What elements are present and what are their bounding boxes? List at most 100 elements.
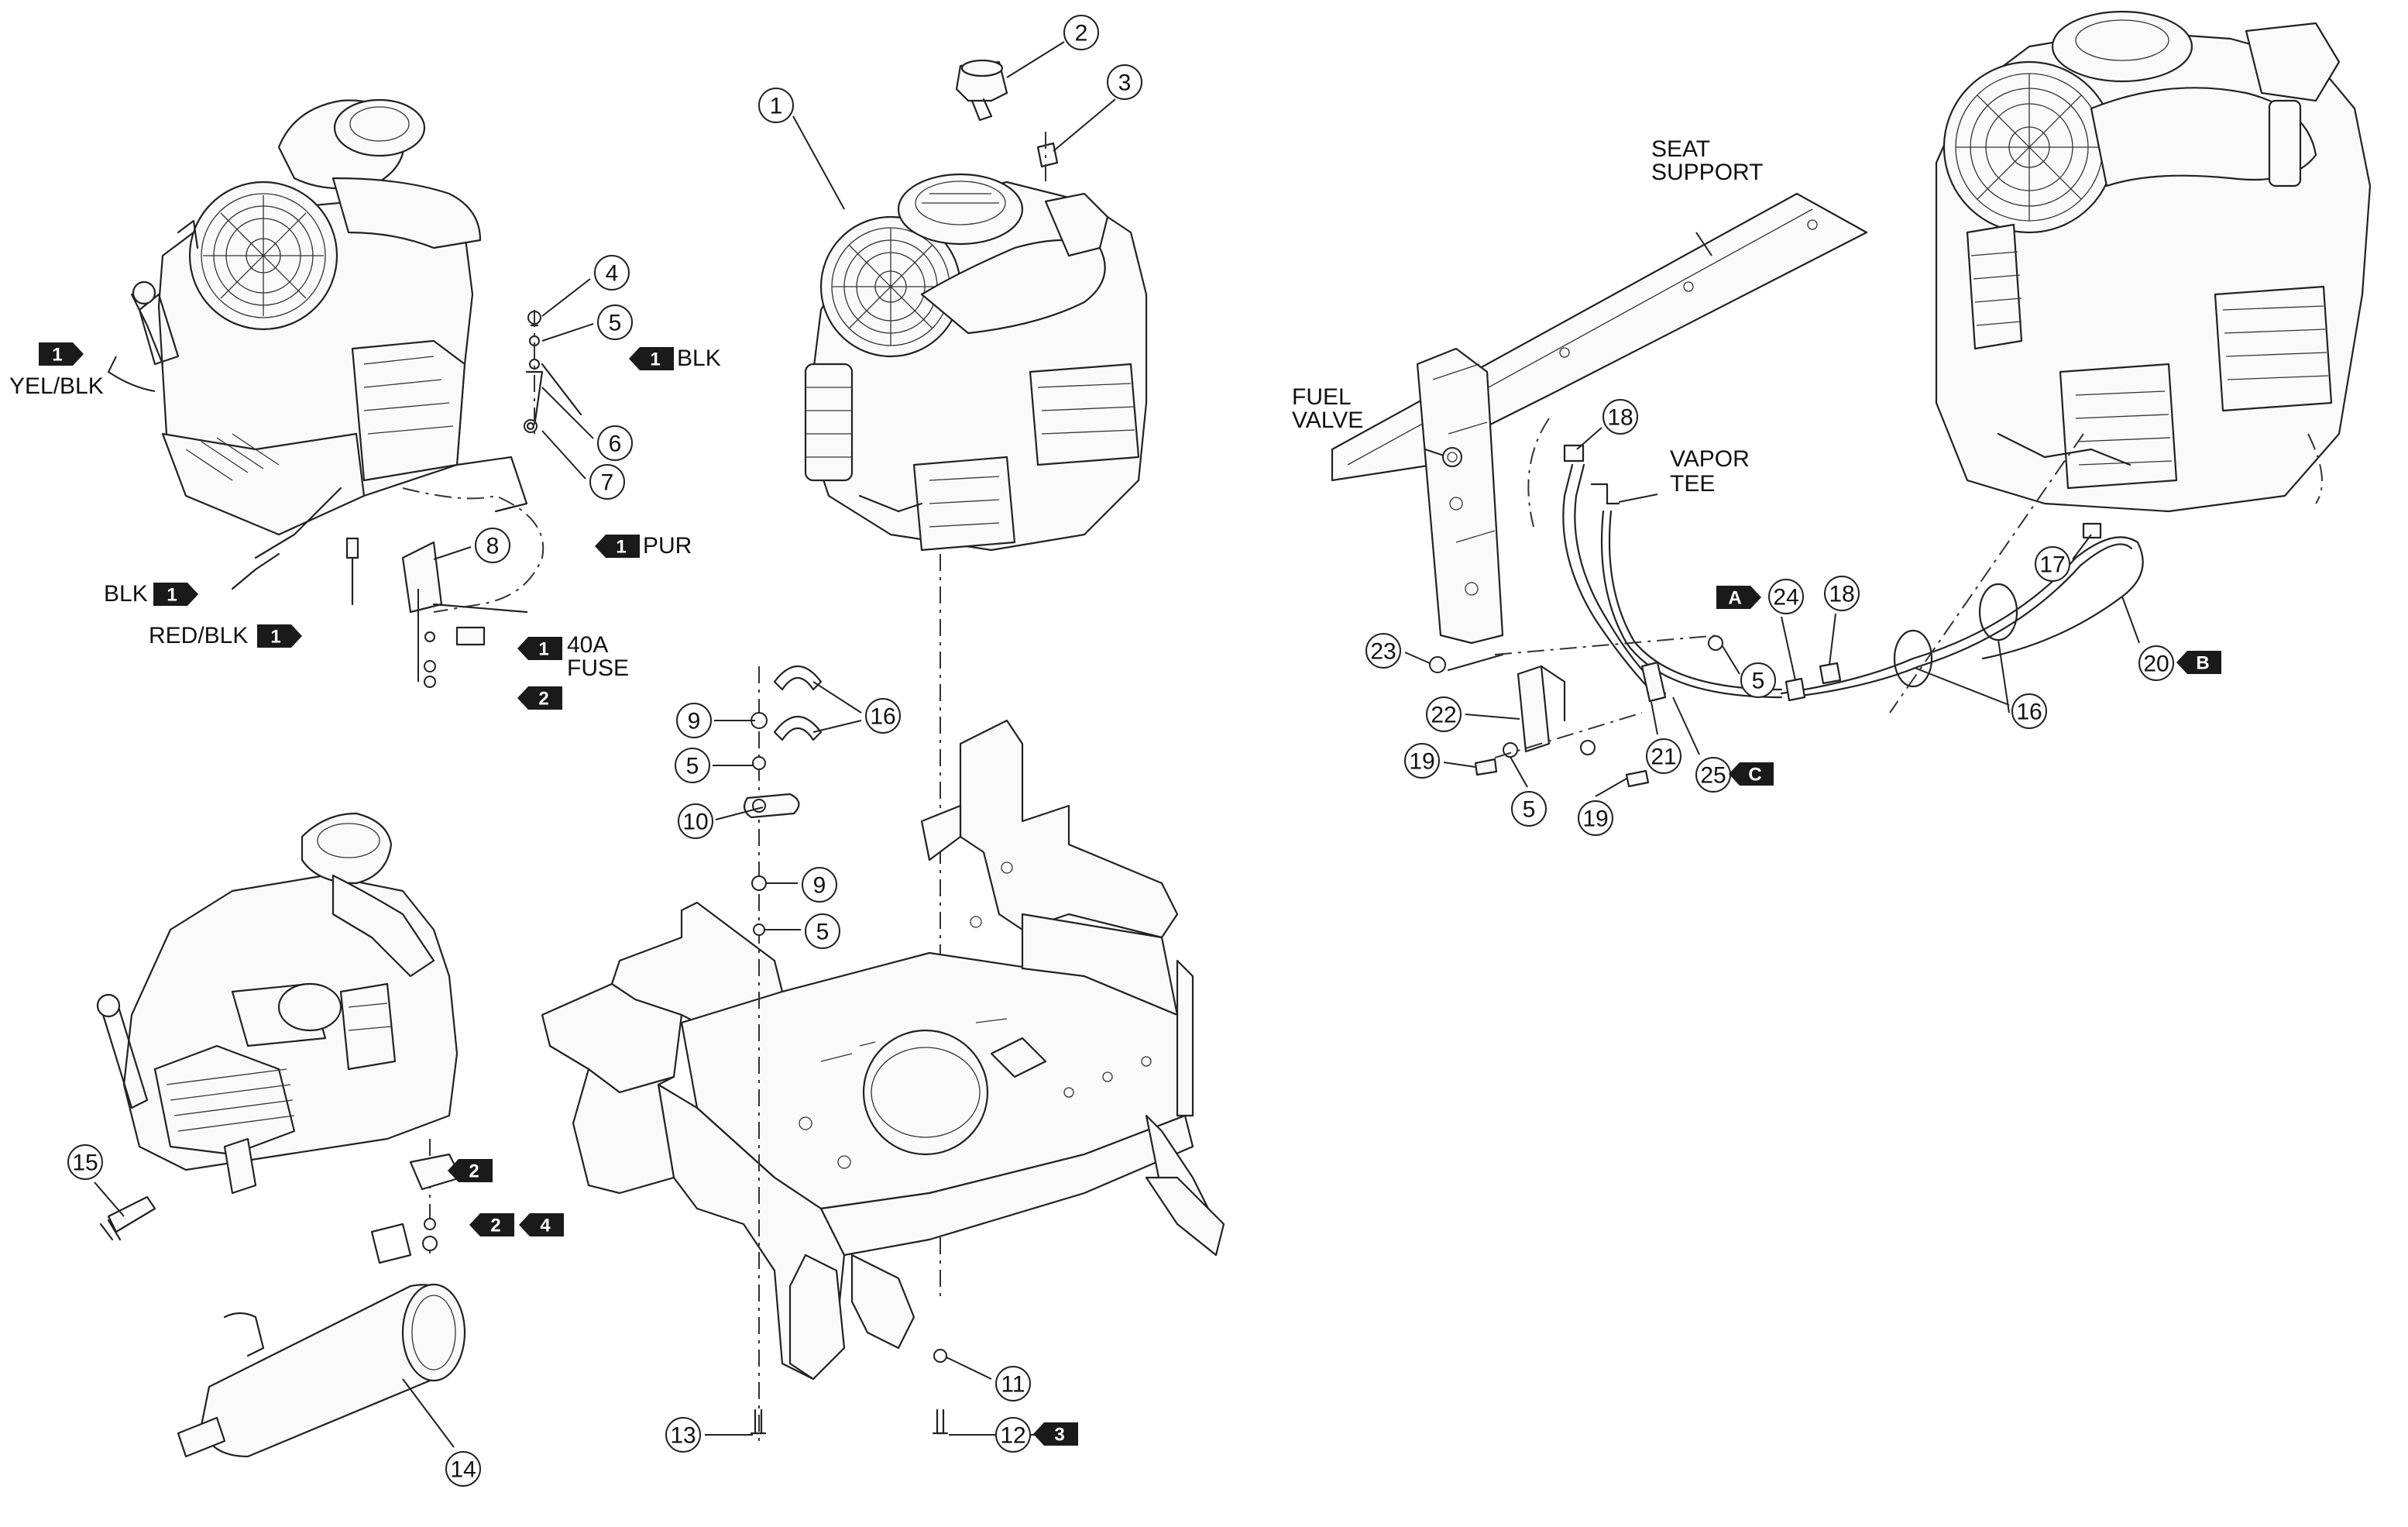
callout-6: 6 (597, 425, 633, 461)
engine-side-view (130, 98, 482, 536)
note-tag-4: 4 (519, 1213, 564, 1236)
note-tag-1: 1 (257, 624, 302, 648)
callout-number: 24 (1773, 585, 1798, 610)
note-tag-number: 1 (167, 585, 177, 606)
callout-9: 9 (802, 867, 837, 903)
label-vapor: VAPOR (1670, 446, 1750, 472)
note-tag-number: 1 (52, 345, 62, 366)
callout-number: 5 (1752, 669, 1765, 694)
note-tag-1: 1 (153, 583, 198, 606)
callout-number: 9 (813, 873, 826, 899)
label-blk-left: BLK (104, 581, 148, 607)
callout-22: 22 (1426, 696, 1462, 732)
callout-3: 3 (1107, 64, 1142, 100)
callout-number: 20 (2143, 652, 2169, 677)
callout-number: 18 (1607, 405, 1633, 431)
note-tag-1: 1 (39, 342, 84, 366)
callout-number: 21 (1651, 745, 1676, 770)
callout-13: 13 (665, 1417, 701, 1453)
callout-18: 18 (1824, 576, 1860, 611)
callout-number: 4 (606, 261, 619, 287)
callout-number: 23 (1370, 639, 1396, 665)
callout-number: 9 (688, 709, 701, 734)
callout-15: 15 (67, 1144, 103, 1180)
callout-16: 16 (2011, 693, 2047, 729)
note-tag-number: 2 (469, 1161, 479, 1182)
note-tag-A: A (1716, 586, 1761, 609)
callout-5: 5 (1740, 662, 1776, 698)
label-pur: PUR (643, 533, 692, 559)
callout-number: 25 (1700, 763, 1726, 789)
callout-number: 1 (770, 94, 783, 119)
callout-16: 16 (865, 698, 901, 734)
callout-2: 2 (1063, 15, 1099, 50)
label-fuse-40a: 40A (567, 632, 608, 658)
label-tee: TEE (1670, 471, 1715, 497)
note-tag-B: B (2176, 651, 2221, 674)
callout-24: 24 (1768, 579, 1804, 614)
callout-number: 10 (682, 810, 708, 835)
engine-front-view (804, 173, 1148, 552)
note-tag-number: 2 (490, 1216, 500, 1236)
note-tag-1: 1 (629, 347, 674, 370)
callout-number: 13 (670, 1423, 696, 1449)
note-tag-number: 4 (540, 1216, 551, 1236)
callout-7: 7 (589, 464, 625, 500)
callout-number: 22 (1431, 703, 1456, 728)
callout-4: 4 (594, 255, 630, 291)
label-yel-blk: YEL/BLK (9, 373, 104, 399)
callout-20: 20 (2138, 645, 2174, 681)
callout-number: 2 (1075, 21, 1088, 46)
note-tag-1: 1 (595, 535, 640, 558)
callout-number: 15 (72, 1150, 98, 1176)
callout-19: 19 (1578, 800, 1613, 836)
note-tag-number: A (1728, 588, 1741, 609)
callout-5: 5 (675, 748, 710, 783)
note-tag-number: 2 (538, 689, 548, 710)
callout-21: 21 (1646, 738, 1681, 774)
callout-number: 16 (870, 704, 895, 730)
callout-number: 11 (1001, 1372, 1025, 1398)
note-tag-number: 1 (538, 639, 548, 660)
note-tag-2: 2 (448, 1159, 493, 1182)
leader-lines (94, 41, 2140, 1448)
callout-8: 8 (475, 528, 510, 563)
callout-19: 19 (1404, 743, 1440, 779)
note-tag-1: 1 (517, 637, 562, 660)
note-tag-3: 3 (1033, 1422, 1078, 1446)
callout-14: 14 (445, 1451, 481, 1487)
callout-5: 5 (597, 304, 633, 340)
callout-number: 3 (1118, 71, 1132, 96)
callout-23: 23 (1365, 633, 1401, 669)
label-blk-top: BLK (677, 346, 721, 371)
muffler (177, 1223, 466, 1458)
callout-number: 6 (609, 432, 622, 457)
callout-1: 1 (758, 88, 794, 123)
frame-chassis (541, 719, 1225, 1381)
label-support: SUPPORT (1651, 160, 1763, 185)
callout-number: 19 (1582, 806, 1608, 832)
callout-number: 16 (2016, 700, 2042, 725)
note-tag-C: C (1729, 762, 1774, 786)
note-tag-number: B (2196, 653, 2209, 674)
callout-number: 18 (1829, 582, 1854, 607)
callout-number: 19 (1409, 749, 1434, 775)
callout-number: 14 (450, 1457, 476, 1483)
note-tag-number: C (1748, 765, 1761, 786)
callout-number: 5 (686, 754, 699, 779)
wire-labels: YEL/BLK BLK PUR BLK RED/BLK 40A FUSE SEA… (9, 136, 1763, 681)
callout-9: 9 (676, 703, 712, 738)
note-tag-2: 2 (469, 1213, 514, 1236)
callout-12: 12 (995, 1417, 1031, 1453)
note-tag-2: 2 (517, 686, 562, 710)
label-fuse-word: FUSE (567, 655, 629, 681)
callout-18: 18 (1602, 399, 1638, 435)
callout-17: 17 (2035, 546, 2070, 582)
callout-25: 25 (1695, 757, 1731, 793)
callout-number: 5 (816, 920, 830, 945)
callout-10: 10 (678, 803, 713, 839)
label-seat: SEAT (1651, 136, 1710, 162)
